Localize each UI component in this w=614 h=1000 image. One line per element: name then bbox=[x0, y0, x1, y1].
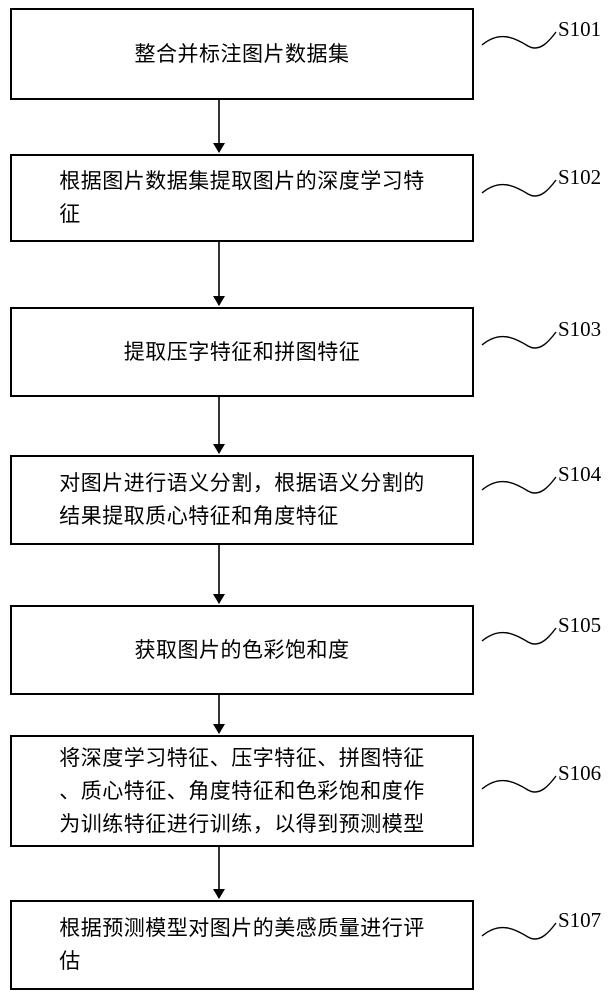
step-id-s106: S106 bbox=[558, 761, 601, 785]
leader-s106 bbox=[482, 776, 556, 792]
leader-s101 bbox=[482, 32, 556, 48]
leader-s105 bbox=[482, 628, 556, 644]
step-id-s105: S105 bbox=[558, 613, 601, 637]
step-id-s102: S102 bbox=[558, 165, 601, 189]
step-text-s102: 根据图片数据集提取图片的深度学习特 征 bbox=[59, 165, 425, 231]
step-box-s101: 整合并标注图片数据集 bbox=[10, 8, 474, 100]
step-id-s101: S101 bbox=[558, 17, 601, 41]
step-text-s101: 整合并标注图片数据集 bbox=[135, 38, 350, 71]
leader-s102 bbox=[482, 180, 556, 196]
leader-s107 bbox=[482, 923, 556, 939]
step-box-s105: 获取图片的色彩饱和度 bbox=[10, 605, 474, 695]
step-text-s105: 获取图片的色彩饱和度 bbox=[135, 634, 350, 667]
step-text-s106: 将深度学习特征、压字特征、拼图特征 、质心特征、角度特征和色彩饱和度作 为训练特… bbox=[59, 742, 425, 841]
step-box-s103: 提取压字特征和拼图特征 bbox=[10, 307, 474, 397]
step-box-s107: 根据预测模型对图片的美感质量进行评 估 bbox=[10, 900, 474, 990]
step-id-s104: S104 bbox=[558, 462, 601, 486]
step-box-s104: 对图片进行语义分割，根据语义分割的 结果提取质心特征和角度特征 bbox=[10, 455, 474, 545]
step-text-s103: 提取压字特征和拼图特征 bbox=[124, 336, 361, 369]
step-box-s102: 根据图片数据集提取图片的深度学习特 征 bbox=[10, 154, 474, 242]
leader-s103 bbox=[482, 332, 556, 348]
step-box-s106: 将深度学习特征、压字特征、拼图特征 、质心特征、角度特征和色彩饱和度作 为训练特… bbox=[10, 735, 474, 847]
leader-s104 bbox=[482, 477, 556, 493]
step-text-s104: 对图片进行语义分割，根据语义分割的 结果提取质心特征和角度特征 bbox=[59, 467, 425, 533]
step-text-s107: 根据预测模型对图片的美感质量进行评 估 bbox=[59, 912, 425, 978]
step-id-s107: S107 bbox=[558, 908, 601, 932]
step-id-s103: S103 bbox=[558, 317, 601, 341]
